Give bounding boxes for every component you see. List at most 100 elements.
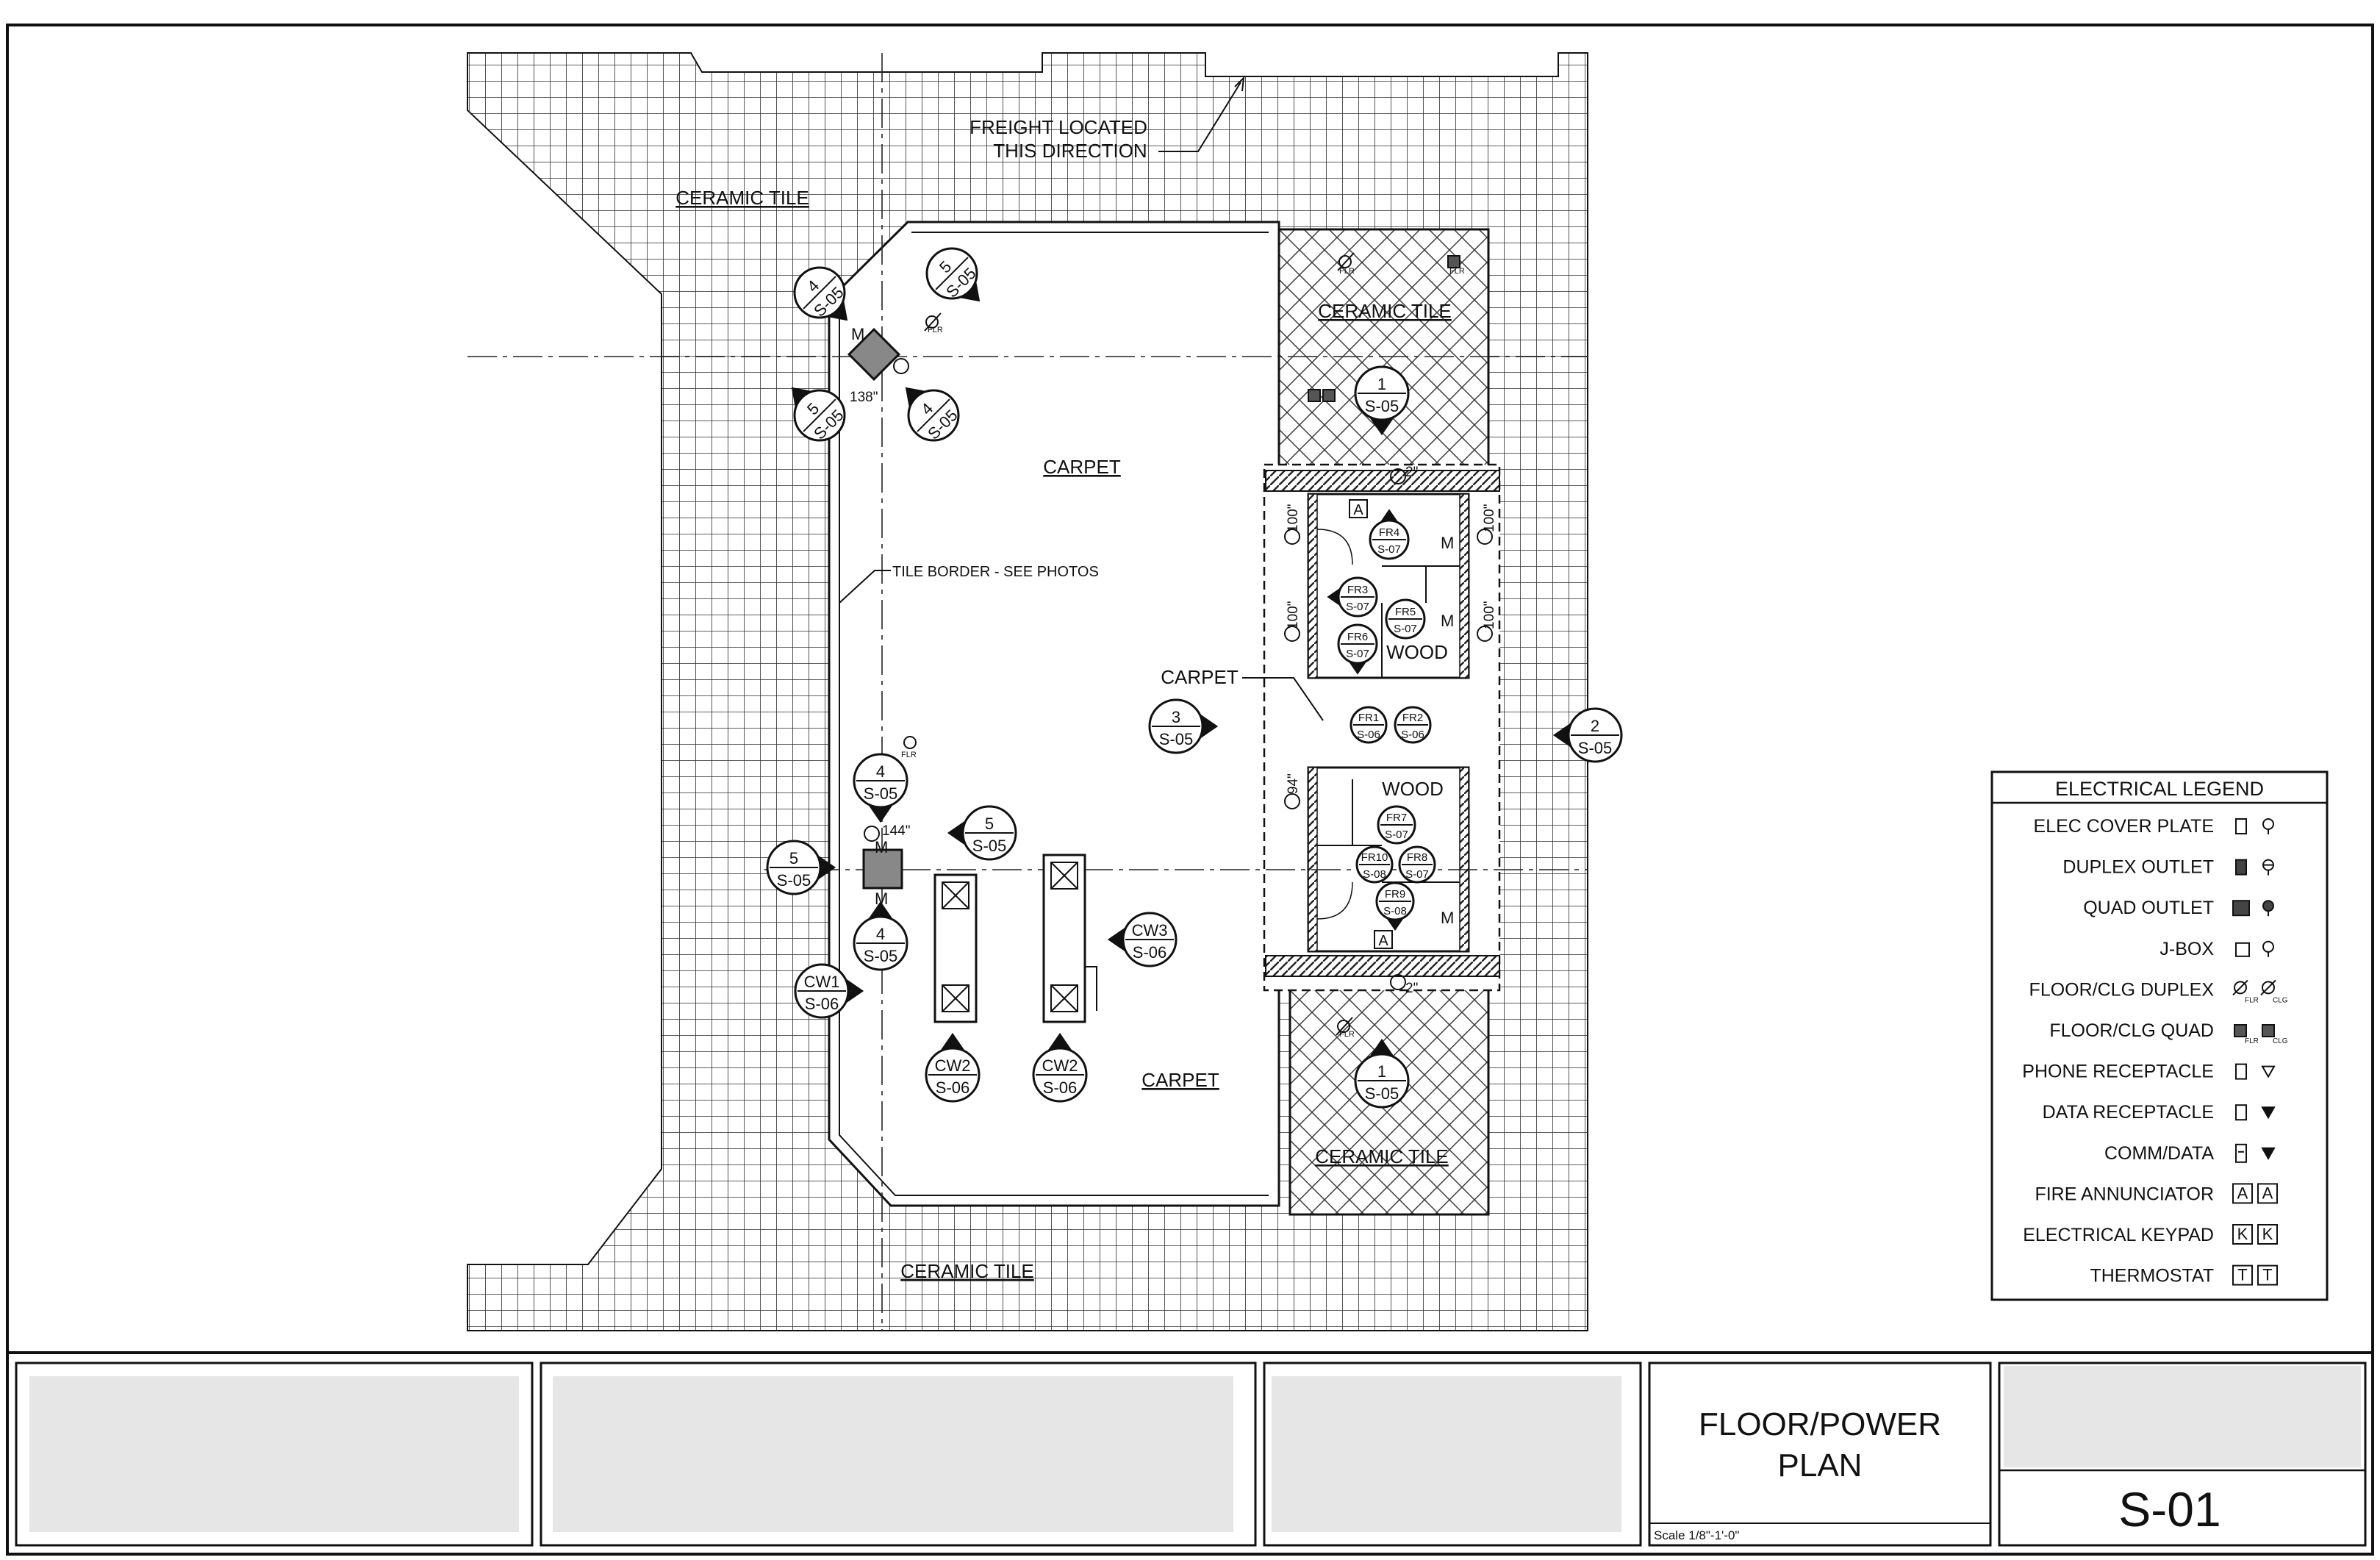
label-carpet-top: CARPET <box>1043 456 1121 478</box>
legend-row: DUPLEX OUTLET <box>2062 857 2274 878</box>
electrical-legend: ELECTRICAL LEGEND ELEC COVER PLATEDUPLEX… <box>1990 770 2329 1301</box>
tag-m-3: M <box>875 890 888 908</box>
section-callout: 4S-05 <box>905 387 961 443</box>
workstation-left <box>933 873 978 1023</box>
callout-sheet-ref: S-08 <box>1363 868 1386 881</box>
callout-detail-number: FR4 <box>1379 526 1399 539</box>
drawing-title-line2: PLAN <box>1778 1448 1863 1484</box>
callout-detail-number: FR8 <box>1407 851 1427 864</box>
callout-sheet-ref: S-07 <box>1394 623 1417 635</box>
fire-annunciator-box-bottom <box>1374 930 1393 949</box>
legend-sub-tag: FLR <box>2245 1037 2259 1045</box>
sheet-number-cell-redacted <box>2004 1366 2361 1467</box>
sheet-border <box>6 24 2374 1556</box>
legend-label: FLOOR/CLG QUAD <box>2049 1020 2214 1041</box>
quad-outlet-icon <box>2232 900 2274 917</box>
core-wall-left-upper <box>1308 493 1318 679</box>
callout-detail-number: 1 <box>1377 375 1386 393</box>
dim-2-top: 2" <box>1405 465 1418 480</box>
freight-arrow-icon <box>1234 76 1245 92</box>
callout-divider <box>803 276 836 310</box>
legend-label: DATA RECEPTACLE <box>2043 1102 2214 1123</box>
callout-detail-number: 5 <box>789 849 798 867</box>
drawing-scale: Scale 1/8"-1'-0" <box>1654 1528 1739 1542</box>
data-receptacle-icon <box>2235 1104 2276 1121</box>
label-carpet-mid: CARPET <box>1161 666 1239 688</box>
floor-quad-icon <box>1447 255 1460 268</box>
label-ceramic-tile-right-bottom: CERAMIC TILE <box>1315 1145 1449 1167</box>
legend-glyph: K <box>2237 1225 2248 1243</box>
legend-label: COMM/DATA <box>2104 1143 2214 1164</box>
title-cell-1-redacted <box>29 1376 519 1532</box>
legend-glyph: T <box>2237 1266 2247 1284</box>
callout-detail-number: FR2 <box>1402 712 1423 724</box>
callout-detail-number: CW1 <box>804 973 840 991</box>
duplex-outlet-icon <box>2235 859 2274 876</box>
flr-tag-4: FLR <box>901 751 917 759</box>
core-wall-right-upper <box>1459 493 1469 679</box>
tag-m-2: M <box>875 838 888 856</box>
section-callout: 4S-05 <box>793 266 848 321</box>
legend-row: COMM/DATA <box>2104 1143 2276 1164</box>
legend-row: ELEC COVER PLATE <box>2034 816 2274 837</box>
plan-devices <box>864 252 1493 1036</box>
callout-sheet-ref: S-06 <box>1401 729 1424 741</box>
label-ceramic-tile-right-top: CERAMIC TILE <box>1318 300 1452 322</box>
freight-leader <box>1158 82 1241 152</box>
callout-sheet-ref: S-05 <box>864 784 897 803</box>
callout-divider <box>935 257 969 290</box>
duplex-outlet-icon-top <box>1390 468 1406 484</box>
plan-labels: FREIGHT LOCATED THIS DIRECTION CERAMIC T… <box>675 116 1452 1282</box>
comm-data-icon <box>2235 1143 2276 1163</box>
legend-row: PHONE RECEPTACLE <box>2022 1062 2276 1082</box>
tile-border-leader <box>839 570 891 604</box>
callout-sheet-ref: S-08 <box>1383 905 1407 917</box>
drawing-title-cell <box>1648 1362 1992 1547</box>
column-bottom <box>862 848 903 890</box>
legend-glyph: A <box>2237 1184 2248 1202</box>
section-callout: 5S-05 <box>947 805 1017 861</box>
door-swing-upper <box>1316 529 1353 565</box>
core-wall-bottom <box>1265 955 1500 977</box>
core-wall-top <box>1265 470 1500 492</box>
duplex-outlet-icon-bottom <box>1390 974 1406 990</box>
callout-sheet-ref: S-06 <box>805 995 839 1013</box>
column-top <box>847 327 901 382</box>
legend-row: J-BOX <box>2159 939 2274 959</box>
callout-sheet-ref: S-07 <box>1405 868 1429 881</box>
duplex-outlet-icon-left-3 <box>1284 793 1300 809</box>
callout-sheet-ref: S-06 <box>1043 1078 1077 1097</box>
callout-sheet-ref: S-05 <box>864 947 897 965</box>
callout-detail-number: FR10 <box>1361 851 1388 864</box>
section-callout: 5S-05 <box>925 247 981 302</box>
core-wall-left-lower <box>1308 767 1318 952</box>
callout-detail-number: FR1 <box>1358 712 1379 724</box>
duplex-outlet-icon-column <box>864 826 880 842</box>
phone-receptacle-icon <box>2235 1063 2276 1080</box>
floor-duplex-icon-2 <box>925 315 939 329</box>
duplex-outlet-icon-right-1 <box>1477 529 1493 545</box>
legend-label: THERMOSTAT <box>2090 1266 2214 1287</box>
callout-detail-number: 5 <box>985 815 994 833</box>
title-cell-2-redacted <box>553 1376 1233 1532</box>
callout-sheet-ref: S-05 <box>1159 730 1193 748</box>
legend-label: ELEC COVER PLATE <box>2034 816 2214 837</box>
title-cell-3-redacted <box>1272 1376 1621 1532</box>
dim-94: 94" <box>1286 773 1301 794</box>
fire-annunciator-tag-top: A <box>1353 502 1363 518</box>
legend-row: DATA RECEPTACLE <box>2043 1102 2276 1123</box>
dim-100-mid-left: 100" <box>1286 601 1301 629</box>
